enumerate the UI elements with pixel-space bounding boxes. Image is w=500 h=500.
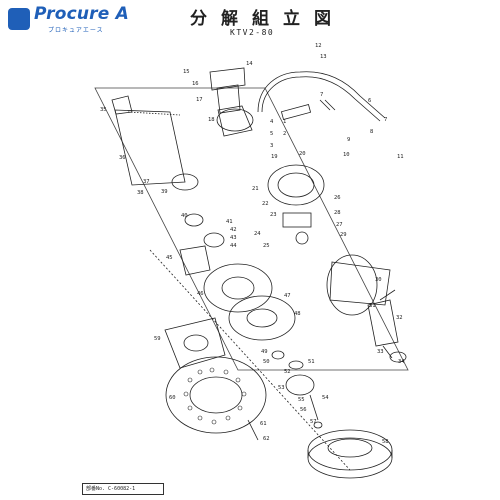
part-label: 46: [197, 291, 204, 297]
part-label: 29: [340, 232, 347, 238]
part-label: 62: [263, 436, 270, 442]
impeller-group: [179, 213, 296, 341]
part-label: 58: [382, 439, 389, 445]
footer-frame: [82, 483, 164, 495]
part-label: 15: [183, 69, 190, 75]
part-label: 30: [375, 277, 382, 283]
part-label: 7: [320, 92, 324, 98]
part-label: 21: [252, 186, 259, 192]
part-label: 10: [343, 152, 350, 158]
part-label: 48: [294, 311, 301, 317]
logo-mark-icon: [8, 8, 30, 30]
part-label: 25: [263, 243, 270, 249]
shaft-rotor-group: [367, 289, 407, 363]
part-label: 60: [169, 395, 176, 401]
outlet-flange-group: [209, 67, 254, 137]
part-label: 36: [119, 155, 126, 161]
part-label: 35: [100, 107, 107, 113]
strainer-base-group: [164, 317, 267, 441]
part-label: 20: [299, 151, 306, 157]
part-label: 13: [320, 54, 327, 60]
part-label: 41: [226, 219, 233, 225]
part-label: 50: [263, 359, 270, 365]
part-label: 8: [370, 129, 374, 135]
part-label: 7: [384, 117, 388, 123]
part-label: 54: [322, 395, 329, 401]
part-label: 56: [300, 407, 307, 413]
part-label: 59: [154, 336, 161, 342]
part-label: 43: [230, 235, 237, 241]
part-label: 52: [284, 369, 291, 375]
model-number: KTV2-80: [230, 28, 275, 37]
part-label: 45: [166, 255, 173, 261]
cable-guide-assembly: [257, 71, 386, 122]
logo-text: Procure A: [34, 4, 129, 24]
part-label: 4: [270, 119, 274, 125]
part-label: 3: [270, 143, 274, 149]
part-label: 33: [377, 349, 384, 355]
mechanical-seal-group: [271, 350, 323, 429]
part-label: 51: [308, 359, 315, 365]
drawing-number: 部番No. C-60082-1: [86, 486, 136, 492]
part-label: 22: [262, 201, 269, 207]
part-label: 57: [310, 419, 317, 425]
part-label: 27: [336, 222, 343, 228]
part-label: 6: [368, 98, 372, 104]
part-label: 19: [271, 154, 278, 160]
part-label: 14: [246, 61, 253, 67]
center-axis: [149, 249, 351, 471]
part-label: 16: [192, 81, 199, 87]
part-label: 26: [334, 195, 341, 201]
column-outline: [94, 87, 409, 371]
part-label: 37: [143, 179, 150, 185]
part-label: 44: [230, 243, 237, 249]
part-label: 24: [254, 231, 261, 237]
page-title: 分解組立図: [190, 9, 345, 29]
part-label: 32: [396, 315, 403, 321]
part-label: 42: [230, 227, 237, 233]
part-label: 9: [347, 137, 351, 143]
part-label: 5: [270, 131, 274, 137]
procure-a-logo: Procure A プロキュアエース: [8, 4, 158, 34]
part-label: 38: [137, 190, 144, 196]
bottom-cover: [307, 429, 393, 479]
part-label: 23: [270, 212, 277, 218]
strainer-holes: [183, 367, 247, 425]
logo-kana: プロキュアエース: [48, 27, 104, 34]
part-label: 12: [315, 43, 322, 49]
part-label: 1: [283, 119, 287, 125]
part-label: 61: [260, 421, 267, 427]
part-label: 40: [181, 213, 188, 219]
part-label: 39: [161, 189, 168, 195]
pump-casing-upper: [111, 95, 199, 191]
motor-frame-group: [267, 164, 391, 316]
part-label: 2: [283, 131, 287, 137]
part-label: 11: [397, 154, 404, 160]
part-label: 47: [284, 293, 291, 299]
part-label: 28: [334, 210, 341, 216]
part-label: 31: [369, 303, 376, 309]
part-label: 17: [196, 97, 203, 103]
part-label: 49: [261, 349, 268, 355]
part-label: 34: [398, 359, 405, 365]
part-label: 55: [298, 397, 305, 403]
part-label: 53: [278, 385, 285, 391]
part-label: 18: [208, 117, 215, 123]
